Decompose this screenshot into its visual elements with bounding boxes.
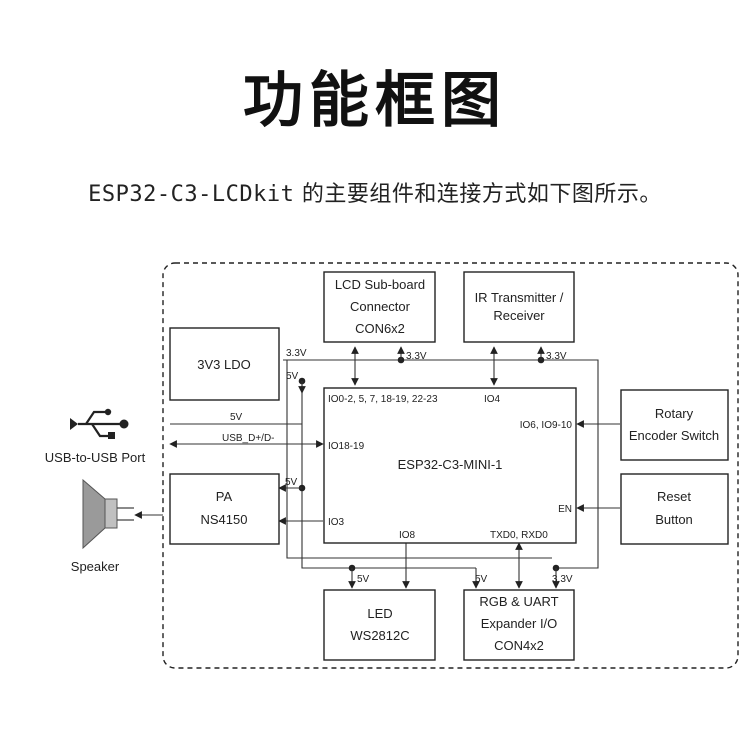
- net-lcd-3v3: 3.3V: [406, 351, 427, 362]
- net-usb-data: USB_D+/D-: [222, 433, 275, 444]
- ldo-label: 3V3 LDO: [197, 357, 250, 372]
- pin-io4: IO4: [484, 394, 501, 405]
- ir-label-line2: Receiver: [493, 308, 545, 323]
- rotary-label-line1: Rotary: [655, 406, 694, 421]
- rgb-label-line1: RGB & UART: [479, 594, 558, 609]
- reset-label-line2: Button: [655, 512, 693, 527]
- block-reset: Reset Button: [620, 473, 729, 545]
- pin-io-lcd: IO0-2, 5, 7, 18-19, 22-23: [328, 394, 438, 405]
- page-title: 功能框图: [243, 66, 507, 136]
- pa-label-line2: NS4150: [201, 512, 248, 527]
- block-mcu: ESP32-C3-MINI-1: [323, 387, 577, 544]
- net-pa-5v: 5V: [285, 477, 298, 488]
- block-lcd-connector: LCD Sub-board Connector CON6x2: [323, 271, 436, 343]
- pin-io8: IO8: [399, 530, 416, 541]
- lcd-label-line3: CON6x2: [355, 321, 405, 336]
- lcd-label-line2: Connector: [350, 299, 411, 314]
- pin-en: EN: [558, 504, 572, 515]
- pin-txd-rxd: TXD0, RXD0: [490, 530, 548, 541]
- block-rgb-uart: RGB & UART Expander I/O CON4x2: [463, 589, 575, 661]
- rotary-label-line2: Encoder Switch: [629, 428, 719, 443]
- speaker-icon: [82, 478, 134, 550]
- usb-icon: [70, 408, 129, 439]
- power-bus: [283, 356, 599, 572]
- net-led-5v: 5V: [357, 574, 370, 585]
- pa-label-line1: PA: [216, 489, 233, 504]
- net-usb-5v: 5V: [230, 412, 243, 423]
- pin-io-rotary: IO6, IO9-10: [520, 420, 573, 431]
- net-rgb-5v: 5V: [475, 574, 488, 585]
- led-label-line1: LED: [367, 606, 392, 621]
- block-pa: PA NS4150: [169, 473, 280, 545]
- pin-io18-19: IO18-19: [328, 441, 365, 452]
- usb-port-label: USB-to-USB Port: [45, 450, 146, 465]
- page-subtitle: ESP32-C3-LCDkit 的主要组件和连接方式如下图所示。: [0, 176, 750, 208]
- pin-labels: IO0-2, 5, 7, 18-19, 22-23 IO4 IO6, IO9-1…: [328, 394, 572, 541]
- net-ldo-3v3: 3.3V: [286, 348, 307, 359]
- signal-lines: [134, 346, 620, 589]
- board-outline: [162, 262, 739, 669]
- mcu-label: ESP32-C3-MINI-1: [398, 457, 503, 472]
- block-ir: IR Transmitter / Receiver: [463, 271, 575, 343]
- led-label-line2: WS2812C: [350, 628, 409, 643]
- subtitle-text: 的主要组件和连接方式如下图所示。: [294, 182, 662, 207]
- lcd-label-line1: LCD Sub-board: [335, 277, 425, 292]
- block-ldo: 3V3 LDO: [169, 327, 280, 401]
- reset-label-line1: Reset: [657, 489, 691, 504]
- rgb-label-line3: CON4x2: [494, 638, 544, 653]
- net-ldo-5v: 5V: [286, 371, 299, 382]
- ir-label-line1: IR Transmitter /: [475, 290, 564, 305]
- speaker-label: Speaker: [71, 559, 120, 574]
- pin-io3: IO3: [328, 517, 345, 528]
- rgb-label-line2: Expander I/O: [481, 616, 558, 631]
- net-labels: 3.3V 5V 3.3V 3.3V 5V USB_D+/D- 5V 5V 5V …: [222, 348, 573, 585]
- net-rgb-3v3: 3.3V: [552, 574, 573, 585]
- net-ir-3v3: 3.3V: [546, 351, 567, 362]
- product-name: ESP32-C3-LCDkit: [88, 182, 295, 207]
- block-led: LED WS2812C: [323, 589, 436, 661]
- block-rotary: Rotary Encoder Switch: [620, 389, 729, 461]
